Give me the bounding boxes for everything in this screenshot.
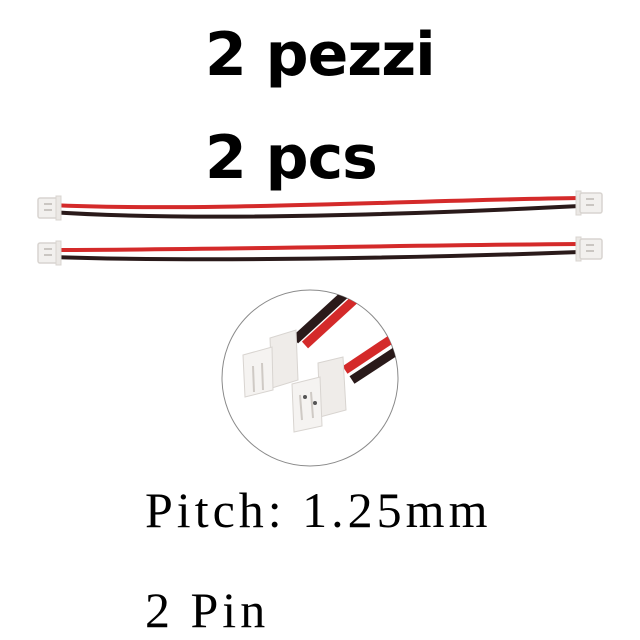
connector-right-icon <box>575 190 603 216</box>
cable-1 <box>37 190 603 221</box>
connector-left-icon <box>37 240 62 266</box>
connector-header-icon <box>291 356 347 433</box>
connector-housing-icon <box>242 329 299 398</box>
connector-left-icon <box>37 195 62 221</box>
connector-right-icon <box>575 236 603 262</box>
pitch-spec: Pitch: 1.25mm <box>145 482 492 538</box>
connector-closeup <box>221 289 399 467</box>
headline-italian: 2 pezzi <box>205 20 436 90</box>
headline-english: 2 pcs <box>205 123 378 193</box>
cable-2 <box>37 236 603 266</box>
pin-count-spec: 2 Pin <box>145 582 270 638</box>
